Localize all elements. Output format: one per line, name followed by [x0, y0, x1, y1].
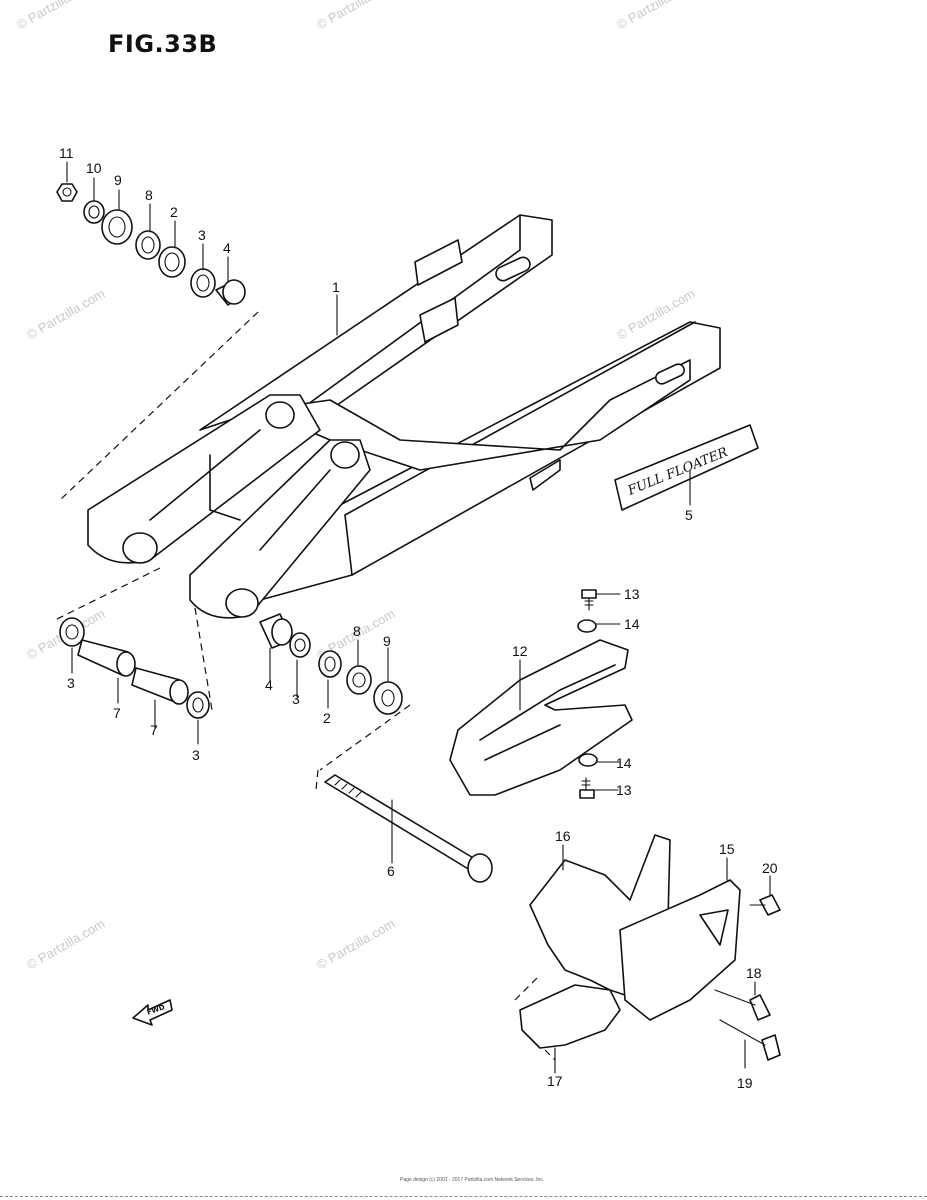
label-part-4: 4 — [265, 677, 273, 693]
label-part-3: 3 — [292, 691, 300, 707]
label-part-16: 16 — [555, 828, 571, 844]
label-part-20: 20 — [762, 860, 778, 876]
label-part-1: 1 — [332, 279, 340, 295]
footer-text: Page design (c) 2001 - 2017 Partzilla.co… — [400, 1177, 544, 1183]
label-part-3: 3 — [198, 227, 206, 243]
right-pivot-hardware — [259, 613, 411, 791]
watermark: © Partzilla.com — [24, 916, 107, 973]
watermark: © Partzilla.com — [314, 0, 397, 33]
watermark: © Partzilla.com — [314, 916, 397, 973]
watermark: © Partzilla.com — [614, 0, 697, 33]
swingarm-part — [54, 214, 721, 711]
part-labels: 11 10 9 8 2 3 4 1 5 3 7 7 3 4 3 2 8 9 6 … — [59, 145, 778, 1091]
label-part-14: 14 — [624, 616, 640, 632]
label-part-9: 9 — [383, 633, 391, 649]
label-part-17: 17 — [547, 1073, 563, 1089]
label-part-7: 7 — [150, 722, 158, 738]
label-part-14: 14 — [616, 755, 632, 771]
pivot-bolt-part — [324, 774, 493, 883]
label-part-6: 6 — [387, 863, 395, 879]
label-part-12: 12 — [512, 643, 528, 659]
label-part-5: 5 — [685, 507, 693, 523]
upper-pivot-hardware — [56, 183, 246, 306]
label-part-9: 9 — [114, 172, 122, 188]
label-part-8: 8 — [145, 187, 153, 203]
forward-arrow-icon: FWD — [132, 999, 173, 1026]
label-part-8: 8 — [353, 623, 361, 639]
leader-lines — [66, 161, 771, 1074]
label-part-3: 3 — [67, 675, 75, 691]
label-part-10: 10 — [86, 160, 102, 176]
lower-pivot-hardware — [59, 617, 210, 719]
label-part-11: 11 — [59, 145, 74, 161]
page-bottom-rule — [0, 1196, 927, 1197]
figure-title: FIG.33B — [108, 30, 218, 58]
label-part-3: 3 — [192, 747, 200, 763]
watermark: © Partzilla.com — [14, 0, 97, 33]
label-part-19: 19 — [737, 1075, 753, 1091]
label-part-18: 18 — [746, 965, 762, 981]
label-part-4: 4 — [223, 240, 231, 256]
label-part-13: 13 — [624, 586, 640, 602]
watermark: © Partzilla.com — [24, 286, 107, 343]
label-part-15: 15 — [719, 841, 735, 857]
chain-guide-part — [449, 589, 633, 799]
label-part-2: 2 — [323, 710, 331, 726]
chain-guide-bracket-parts — [514, 834, 781, 1061]
label-part-7: 7 — [113, 705, 121, 721]
decal-part: FULL FLOATER — [614, 424, 759, 511]
label-part-13: 13 — [616, 782, 632, 798]
label-part-2: 2 — [170, 204, 178, 220]
